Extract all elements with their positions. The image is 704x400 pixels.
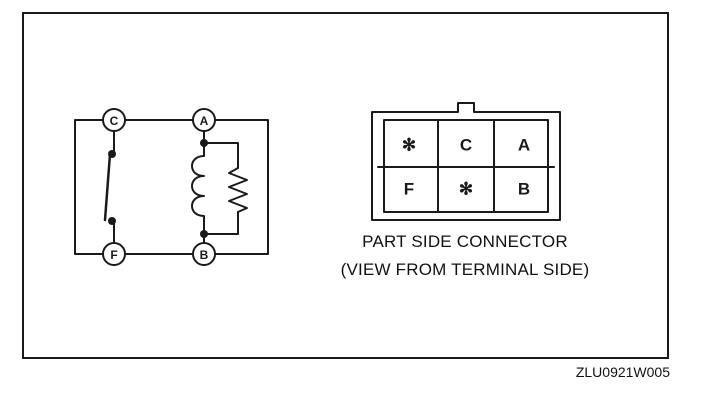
- caption-line-2: (VIEW FROM TERMINAL SIDE): [340, 260, 590, 279]
- terminal-c-circle: [102, 108, 126, 132]
- junction-coil-top: [200, 139, 208, 147]
- terminal-c-label: C: [110, 114, 119, 128]
- figure-code: ZLU0921W005: [575, 364, 670, 380]
- connector-pin-r2c1: F: [404, 180, 414, 199]
- terminal-f-label: F: [110, 248, 117, 262]
- connector-pin-r1c1: ✻: [402, 136, 416, 155]
- connector-pin-r2c3: B: [518, 180, 530, 199]
- connector-pin-r2c2: ✻: [459, 180, 473, 199]
- terminal-b-label: B: [200, 248, 209, 262]
- terminal-f-circle: [102, 242, 126, 266]
- coil-branch-top: [203, 142, 239, 169]
- terminal-a-circle: [192, 108, 216, 132]
- junction-coil-bottom: [200, 230, 208, 238]
- diagram-frame: [22, 12, 669, 359]
- connector-pin-r1c2: C: [460, 136, 472, 155]
- wire-top: [74, 119, 269, 255]
- connector-pin-r1c3: A: [518, 136, 530, 155]
- junction-switch-bottom: [108, 217, 116, 225]
- connector-outer-shell: [371, 102, 561, 221]
- terminal-b-circle: [192, 242, 216, 266]
- coil-branch-bottom: [203, 211, 239, 235]
- switch-blade: [103, 152, 112, 222]
- coil-winding: [191, 142, 205, 235]
- junction-switch-top: [108, 150, 116, 158]
- terminal-a-label: A: [200, 114, 209, 128]
- resistor-zigzag: [228, 167, 248, 213]
- caption-line-1: PART SIDE CONNECTOR: [362, 232, 568, 251]
